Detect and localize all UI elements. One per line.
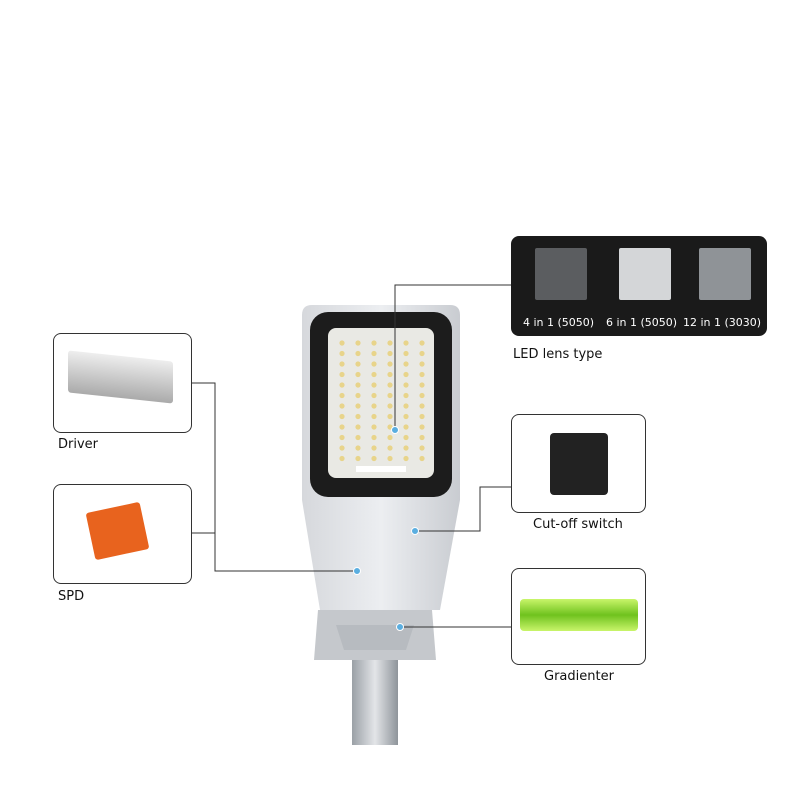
gradienter-box bbox=[511, 568, 646, 665]
led bbox=[419, 392, 425, 399]
led bbox=[339, 392, 345, 399]
led bbox=[339, 424, 345, 430]
led bbox=[403, 350, 409, 357]
led bbox=[387, 413, 393, 420]
led bbox=[387, 424, 393, 430]
led bbox=[403, 392, 409, 399]
led bbox=[355, 371, 361, 378]
led-array bbox=[339, 340, 425, 462]
led bbox=[339, 445, 345, 451]
led bbox=[419, 371, 425, 378]
connector-lines bbox=[191, 284, 511, 628]
led bbox=[355, 424, 361, 430]
spd-image bbox=[85, 501, 150, 561]
led bbox=[371, 413, 377, 420]
led-lens-label: LED lens type bbox=[513, 347, 603, 362]
led bbox=[403, 361, 409, 367]
led bbox=[387, 371, 393, 378]
led bbox=[387, 455, 393, 462]
led bbox=[387, 445, 393, 451]
led bbox=[339, 371, 345, 378]
led bbox=[371, 445, 377, 451]
led bbox=[355, 382, 361, 388]
led bbox=[339, 403, 345, 409]
cutoff-label: Cut-off switch bbox=[533, 517, 623, 532]
led bbox=[403, 445, 409, 451]
led bbox=[371, 371, 377, 378]
led bbox=[387, 392, 393, 399]
led bbox=[355, 392, 361, 399]
led bbox=[355, 434, 361, 441]
lens-option: 12 in 1 (3030) bbox=[683, 316, 762, 329]
led bbox=[371, 424, 377, 430]
led bbox=[419, 382, 425, 388]
led bbox=[419, 361, 425, 367]
led bbox=[355, 340, 361, 346]
led bbox=[387, 350, 393, 357]
led bbox=[419, 434, 425, 441]
led bbox=[419, 455, 425, 462]
led bbox=[355, 350, 361, 357]
gradienter-label: Gradienter bbox=[544, 669, 614, 684]
led bbox=[403, 413, 409, 420]
led bbox=[419, 350, 425, 357]
led bbox=[403, 434, 409, 441]
led bbox=[355, 361, 361, 367]
led bbox=[419, 424, 425, 430]
led bbox=[371, 340, 377, 346]
led bbox=[387, 340, 393, 346]
lens-6in1-image bbox=[619, 248, 671, 300]
led bbox=[355, 413, 361, 420]
led bbox=[419, 403, 425, 409]
led bbox=[419, 413, 425, 420]
led bbox=[387, 403, 393, 409]
led-panel bbox=[328, 328, 434, 478]
led bbox=[339, 382, 345, 388]
led bbox=[371, 350, 377, 357]
led bbox=[403, 455, 409, 462]
cutoff-box bbox=[511, 414, 646, 513]
led bbox=[339, 350, 345, 357]
led bbox=[355, 445, 361, 451]
led bbox=[387, 361, 393, 367]
led bbox=[403, 382, 409, 388]
led bbox=[387, 382, 393, 388]
spd-box bbox=[53, 484, 192, 584]
led bbox=[387, 434, 393, 441]
driver-box bbox=[53, 333, 192, 433]
led bbox=[371, 455, 377, 462]
led bbox=[355, 455, 361, 462]
led bbox=[371, 382, 377, 388]
driver-image bbox=[68, 350, 173, 404]
driver-label: Driver bbox=[58, 437, 99, 452]
led bbox=[403, 403, 409, 409]
led bbox=[339, 361, 345, 367]
gradienter-image bbox=[520, 599, 638, 631]
lens-option: 4 in 1 (5050) bbox=[523, 316, 595, 329]
led bbox=[339, 340, 345, 346]
led bbox=[403, 371, 409, 378]
led bbox=[403, 340, 409, 346]
led bbox=[371, 403, 377, 409]
led bbox=[339, 455, 345, 462]
cutoff-image bbox=[550, 433, 608, 495]
spd-label: SPD bbox=[58, 589, 85, 604]
led bbox=[371, 361, 377, 367]
led bbox=[403, 424, 409, 430]
led bbox=[339, 434, 345, 441]
lens-12in1-image bbox=[699, 248, 751, 300]
led-lens-box: 4 in 1 (5050) 6 in 1 (5050) 12 in 1 (303… bbox=[511, 236, 767, 336]
led bbox=[419, 340, 425, 346]
led bbox=[371, 434, 377, 441]
lens-4in1-image bbox=[535, 248, 587, 300]
led bbox=[339, 413, 345, 420]
lens-option: 6 in 1 (5050) bbox=[606, 316, 678, 329]
led bbox=[355, 403, 361, 409]
callout-dots bbox=[353, 426, 419, 631]
led bbox=[371, 392, 377, 399]
led bbox=[419, 445, 425, 451]
